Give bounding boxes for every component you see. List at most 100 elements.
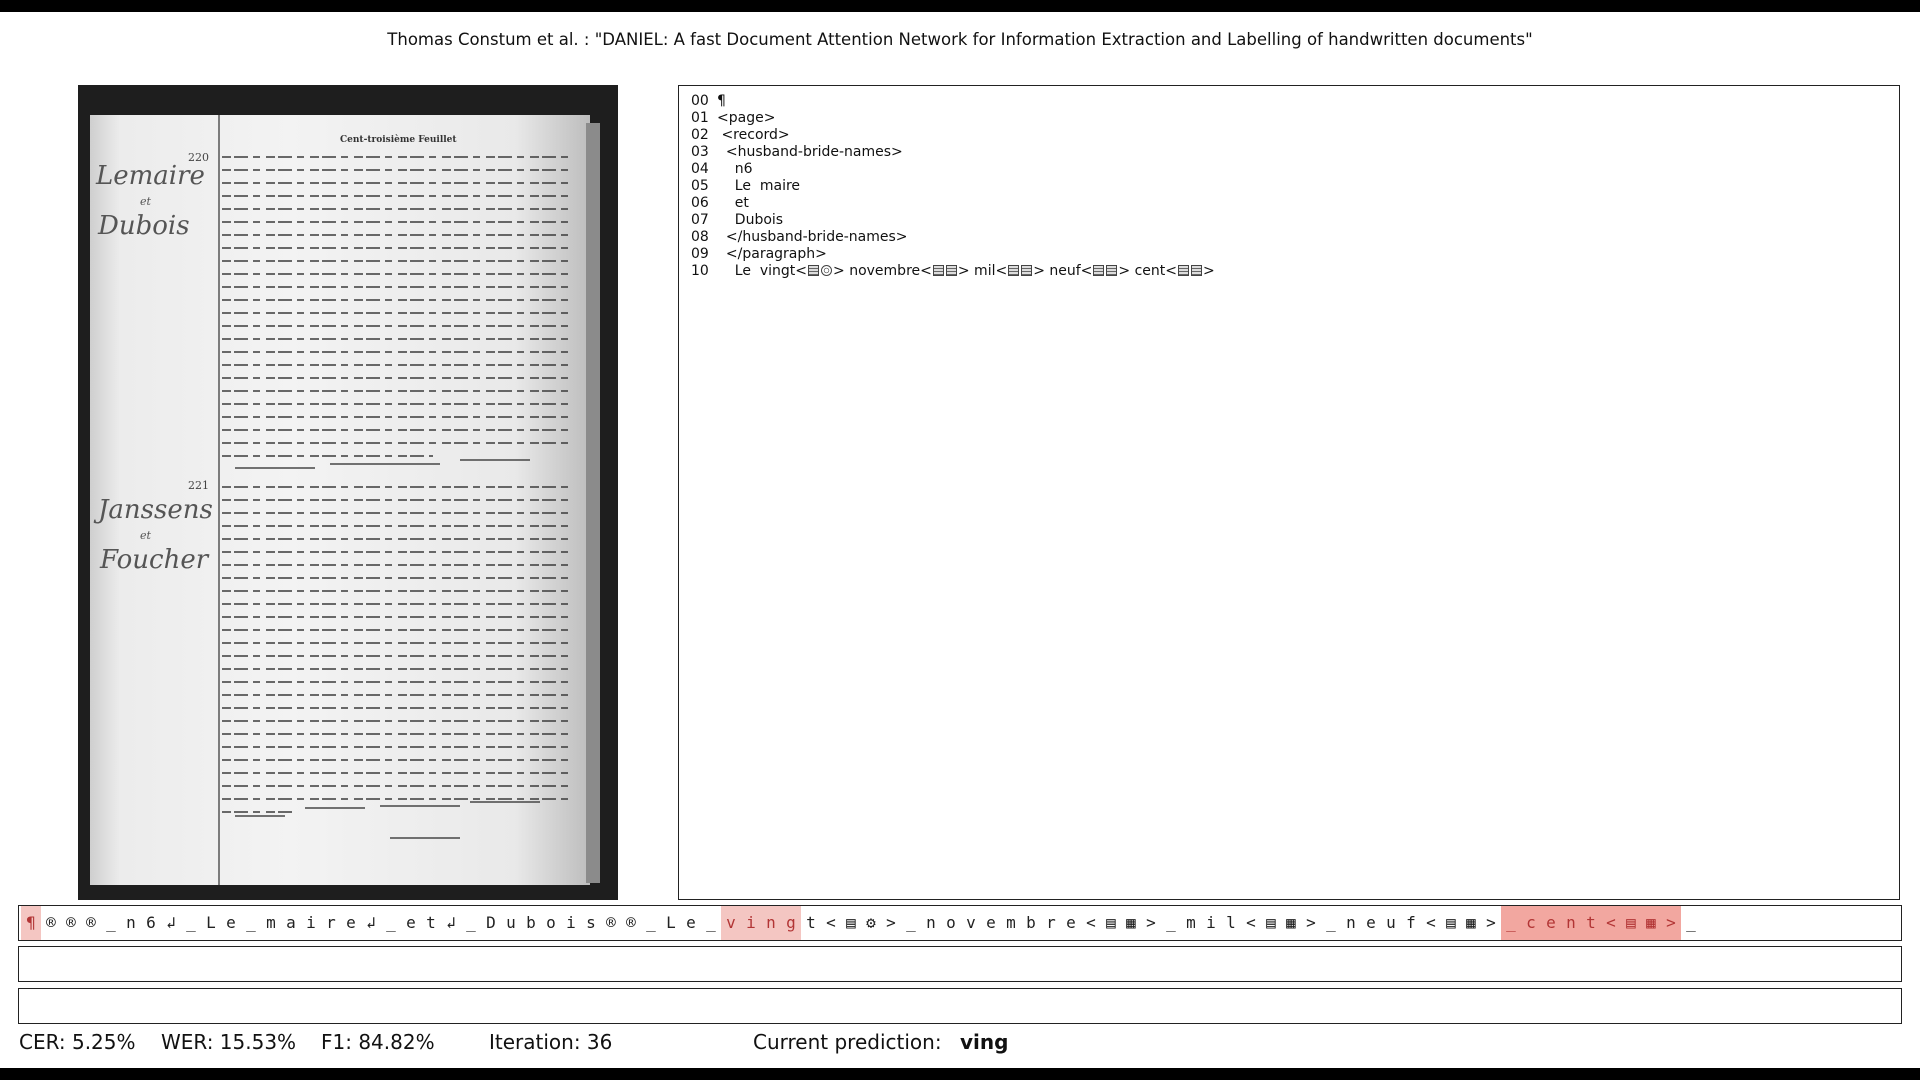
margin-name-husband: Lemaire	[96, 161, 205, 191]
tree-row-10-segment: Le vingt	[717, 263, 796, 279]
token-char: b	[1026, 913, 1036, 932]
tree-row-10-segment: > novembre<	[833, 263, 932, 279]
token-char: ▦	[1466, 913, 1476, 932]
token-char: m	[266, 913, 276, 932]
token-char: i	[741, 906, 761, 940]
token-char: ®	[66, 913, 76, 932]
token-char: <	[1426, 913, 1436, 932]
token-char: _	[106, 913, 116, 932]
tree-row: 07 Dubois	[691, 212, 784, 228]
tree-row: 03 <husband-bride-names>	[691, 144, 903, 160]
page-binding	[586, 123, 600, 883]
special-token-icon	[1021, 265, 1033, 276]
token-char: _	[906, 913, 916, 932]
token-char: ▤	[846, 913, 856, 932]
tree-row: 02 <record>	[691, 127, 790, 143]
token-char: ▤	[1106, 913, 1116, 932]
token-char: o	[946, 913, 956, 932]
special-token-icon	[821, 265, 833, 276]
margin-rule	[218, 115, 220, 885]
token-char: >	[1661, 906, 1681, 940]
token-char: l	[1226, 913, 1236, 932]
token-char: ®	[46, 913, 56, 932]
token-char: ▤	[1266, 913, 1276, 932]
signature-line	[235, 467, 315, 469]
token-char: u	[506, 913, 516, 932]
token-char: >	[1306, 913, 1316, 932]
margin-name-husband-2: Janssens	[98, 495, 213, 525]
token-char: s	[586, 913, 596, 932]
token-char: a	[286, 913, 296, 932]
token-char: ▤	[1446, 913, 1456, 932]
special-token-icon	[932, 265, 944, 276]
token-char: e	[1541, 906, 1561, 940]
tree-row-10-segment: > mil<	[957, 263, 1008, 279]
special-token-icon	[1178, 265, 1189, 276]
special-token-icon	[808, 265, 820, 276]
tree-row-10-segment: > cent<	[1118, 263, 1177, 279]
token-char: t	[806, 913, 816, 932]
token-char: c	[1521, 906, 1541, 940]
token-char: e	[1366, 913, 1376, 932]
token-char: v	[966, 913, 976, 932]
token-char: >	[886, 913, 896, 932]
token-char: >	[1146, 913, 1156, 932]
token-char: e	[686, 913, 696, 932]
handwritten-record-2	[222, 475, 574, 813]
special-token-icon	[1008, 265, 1020, 276]
iteration-counter: Iteration: 36	[489, 1030, 613, 1054]
token-char: ¶	[21, 906, 41, 940]
margin-name-et: et	[140, 195, 151, 208]
token-char: L	[666, 913, 676, 932]
top-black-bar	[0, 0, 1920, 12]
token-char: i	[1206, 913, 1216, 932]
special-token-icon	[945, 265, 957, 276]
token-char: n	[926, 913, 936, 932]
token-char: D	[486, 913, 496, 932]
token-char: ▦	[1286, 913, 1296, 932]
token-char: ↲	[166, 913, 176, 932]
token-char: ↲	[366, 913, 376, 932]
token-char: f	[1406, 913, 1416, 932]
paper-title: Thomas Constum et al. : "DANIEL: A fast …	[387, 30, 1533, 49]
token-char: e	[1066, 913, 1076, 932]
tree-row: 06 et	[691, 195, 749, 211]
token-char: n	[761, 906, 781, 940]
metrics-bar: CER: 5.25% WER: 15.53% F1: 84.82% Iterat…	[0, 1030, 1920, 1054]
token-char: ▤	[1621, 906, 1641, 940]
tree-row: 00¶	[691, 93, 726, 109]
token-char: _	[186, 913, 196, 932]
token-char: m	[1006, 913, 1016, 932]
token-char: t	[426, 913, 436, 932]
token-char: ↲	[446, 913, 456, 932]
token-char: ▦	[1126, 913, 1136, 932]
signature-line	[330, 463, 440, 465]
token-char: r	[1046, 913, 1056, 932]
token-char: _	[1501, 906, 1521, 940]
tree-row: 05 Le maire	[691, 178, 801, 194]
token-char: 6	[146, 913, 156, 932]
token-char: ▦	[1641, 906, 1661, 940]
token-char: o	[546, 913, 556, 932]
token-char: >	[1486, 913, 1496, 932]
token-char: <	[1246, 913, 1256, 932]
token-char: m	[1186, 913, 1196, 932]
tree-row: 04 n6	[691, 161, 753, 177]
tree-row-10-content: Le vingt<> novembre<> mil<> neuf<> cent<…	[717, 263, 1215, 280]
current-prediction-value: ving	[960, 1030, 1009, 1054]
token-char: _	[646, 913, 656, 932]
token-char: t	[1581, 906, 1601, 940]
token-char: _	[1166, 913, 1176, 932]
token-char: g	[781, 906, 801, 940]
token-char: _	[706, 913, 716, 932]
cer-metric: CER: 5.25%	[19, 1030, 136, 1054]
token-char: e	[406, 913, 416, 932]
token-char: v	[721, 906, 741, 940]
token-char: i	[566, 913, 576, 932]
signature-line	[380, 805, 460, 807]
record-number: 220	[188, 151, 209, 164]
tree-row: 09 </paragraph>	[691, 246, 827, 262]
page-header: Cent-troisième Feuillet	[340, 135, 457, 145]
token-char: <	[1086, 913, 1096, 932]
